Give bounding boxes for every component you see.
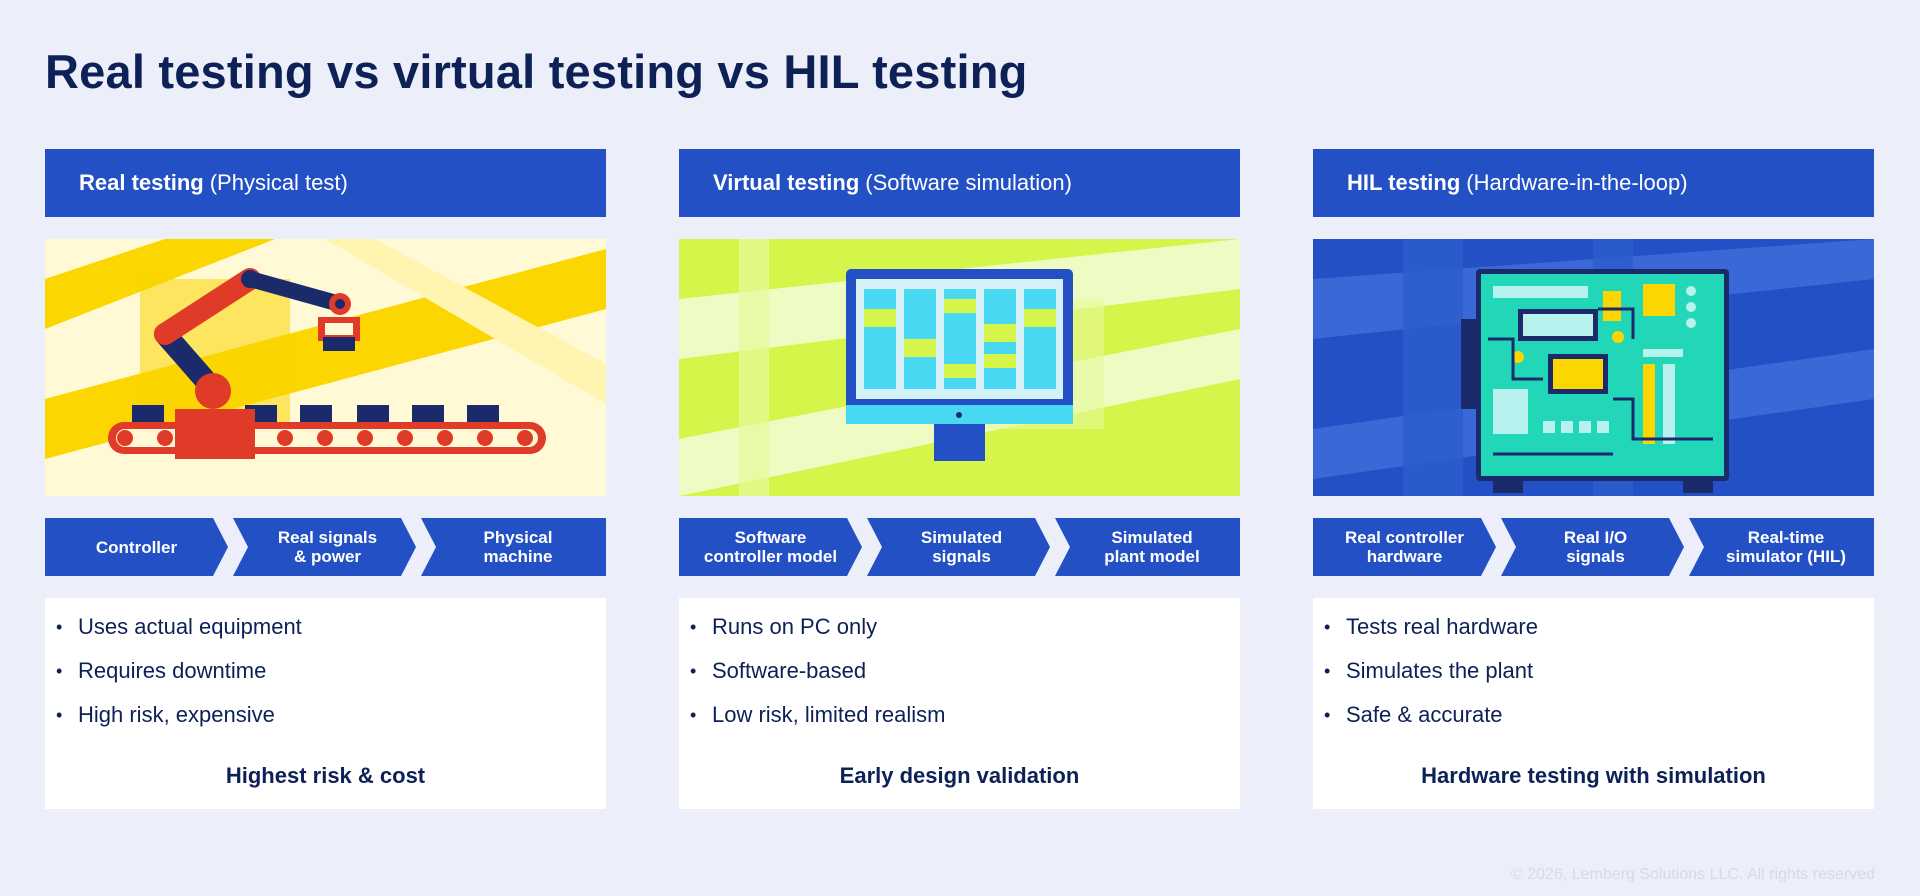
flow-step-1: Controller [95, 537, 178, 557]
bullet-item: Safe & accurate [1324, 702, 1874, 746]
column-subtitle: (Software simulation) [865, 170, 1072, 195]
computer-monitor-illustration [679, 239, 1240, 496]
bullet-item: Tests real hardware [1324, 614, 1874, 658]
column-header: Virtual testing (Software simulation) [679, 149, 1240, 217]
column-subtitle: (Physical test) [209, 170, 348, 195]
page-title: Real testing vs virtual testing vs HIL t… [45, 45, 1028, 98]
description-panel: Runs on PC only Software-based Low risk,… [679, 598, 1240, 809]
column-hil-testing: HIL testing (Hardware-in-the-loop) [1313, 149, 1874, 809]
column-title: Virtual testing [713, 170, 860, 195]
column-header: HIL testing (Hardware-in-the-loop) [1313, 149, 1874, 217]
robot-arm-conveyor-illustration [45, 239, 606, 496]
bullet-item: Low risk, limited realism [690, 702, 1240, 746]
column-summary: Early design validation [839, 763, 1080, 788]
bullet-item: Runs on PC only [690, 614, 1240, 658]
column-real-testing: Real testing (Physical test) [45, 149, 606, 809]
column-title: HIL testing [1347, 170, 1461, 195]
column-virtual-testing: Virtual testing (Software simulation) [679, 149, 1240, 809]
column-summary: Hardware testing with simulation [1421, 763, 1766, 788]
bullet-item: Uses actual equipment [56, 614, 606, 658]
circuit-board-illustration [1313, 239, 1874, 496]
description-panel: Tests real hardware Simulates the plant … [1313, 598, 1874, 809]
bullet-item: Simulates the plant [1324, 658, 1874, 702]
column-header: Real testing (Physical test) [45, 149, 606, 217]
flow-step-2: Real signals& power [277, 528, 378, 566]
column-subtitle: (Hardware-in-the-loop) [1466, 170, 1688, 195]
bullet-item: Requires downtime [56, 658, 606, 702]
copyright-footer: © 2026, Lemberg Solutions LLC. All right… [1511, 866, 1875, 883]
column-title: Real testing [79, 170, 204, 195]
bullet-item: High risk, expensive [56, 702, 606, 746]
description-panel: Uses actual equipment Requires downtime … [45, 598, 606, 809]
column-summary: Highest risk & cost [225, 763, 426, 788]
bullet-item: Software-based [690, 658, 1240, 702]
